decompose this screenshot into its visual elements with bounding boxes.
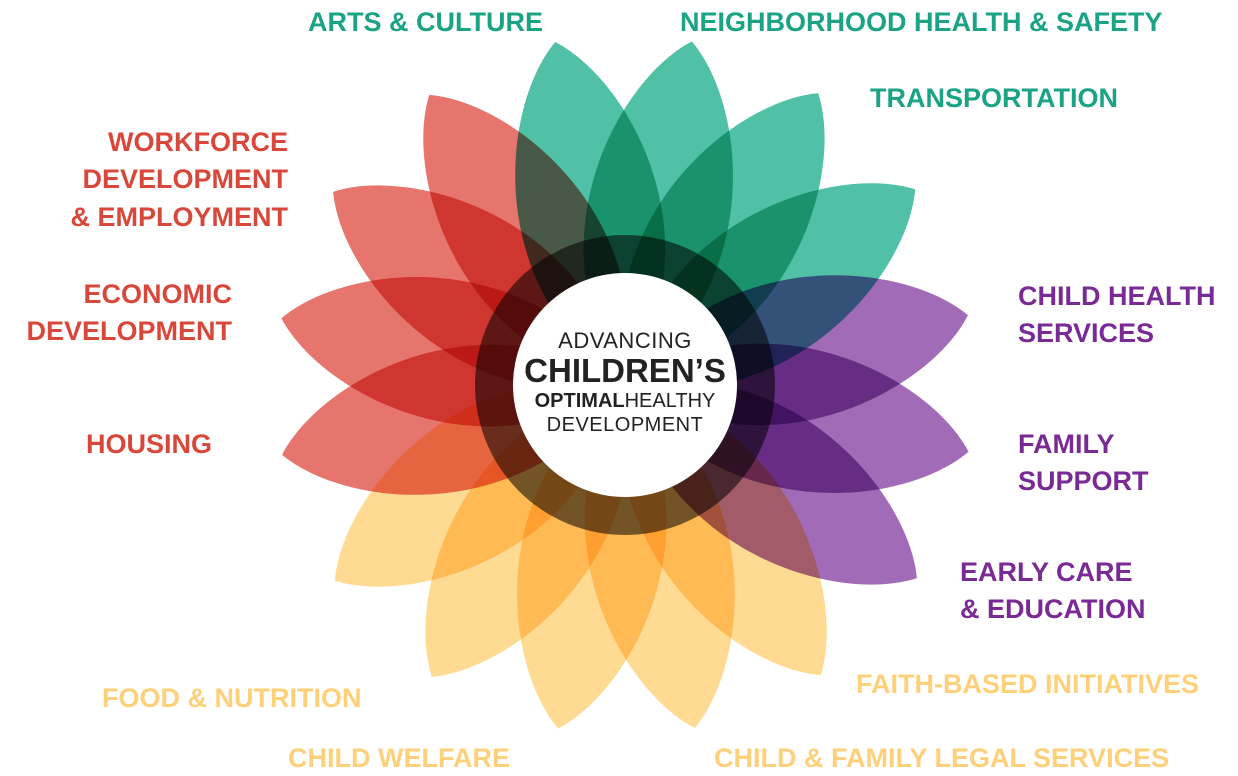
label-housing: HOUSING (86, 429, 213, 459)
center-word-optimal: OPTIMAL (534, 389, 625, 412)
label-family-support-line2: SUPPORT (1018, 466, 1149, 497)
label-economic-development: ECONOMIC DEVELOPMENT (0, 276, 232, 351)
label-child-welfare: CHILD WELFARE (288, 743, 510, 773)
label-early-care-line2: & EDUCATION (960, 594, 1146, 625)
label-child-family-legal-services: CHILD & FAMILY LEGAL SERVICES (714, 743, 1170, 773)
center-title: ADVANCING CHILDREN’S OPTIMALHEALTHY DEVE… (510, 328, 740, 437)
label-workforce-line1: WORKFORCE (108, 127, 288, 157)
label-food-nutrition: FOOD & NUTRITION (102, 683, 362, 713)
label-faith-based-initiatives: FAITH-BASED INITIATIVES (856, 669, 1200, 699)
label-arts-culture: ARTS & CULTURE (308, 7, 543, 37)
label-workforce-line3: & EMPLOYMENT (70, 201, 288, 232)
label-workforce-development: WORKFORCE DEVELOPMENT & EMPLOYMENT (40, 124, 288, 236)
center-disc (513, 273, 737, 497)
center-line-childrens: CHILDREN’S (524, 352, 726, 389)
label-economic-line2: DEVELOPMENT (26, 316, 232, 347)
label-family-support-line1: FAMILY (1018, 429, 1115, 459)
label-economic-line1: ECONOMIC (83, 279, 233, 309)
center-line-optimal-healthy: OPTIMALHEALTHY (510, 389, 740, 413)
label-early-care-education: EARLY CARE & EDUCATION (960, 554, 1146, 629)
label-neighborhood-health-safety: NEIGHBORHOOD HEALTH & SAFETY (680, 7, 1163, 37)
label-early-care-line1: EARLY CARE (960, 557, 1133, 587)
label-child-health-services: CHILD HEALTH SERVICES (1018, 278, 1215, 353)
center-word-healthy: HEALTHY (624, 389, 716, 412)
label-family-support: FAMILY SUPPORT (1018, 426, 1149, 501)
label-transportation: TRANSPORTATION (870, 83, 1118, 113)
center-line-development: DEVELOPMENT (546, 413, 704, 436)
label-child-health-line2: SERVICES (1018, 318, 1155, 349)
center-line-advancing: ADVANCING (558, 328, 692, 353)
label-child-health-line1: CHILD HEALTH (1018, 281, 1216, 311)
label-workforce-line2: DEVELOPMENT (82, 164, 288, 195)
